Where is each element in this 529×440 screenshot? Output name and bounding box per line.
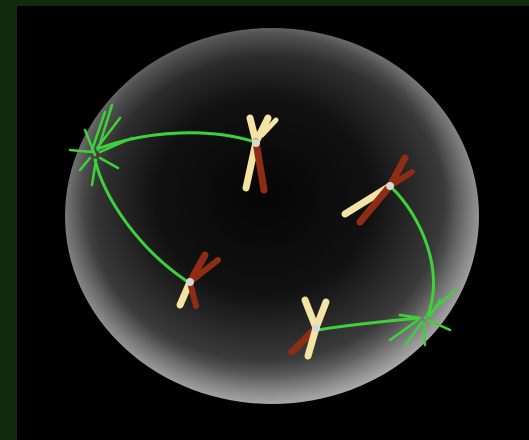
cell-rim bbox=[65, 28, 479, 404]
